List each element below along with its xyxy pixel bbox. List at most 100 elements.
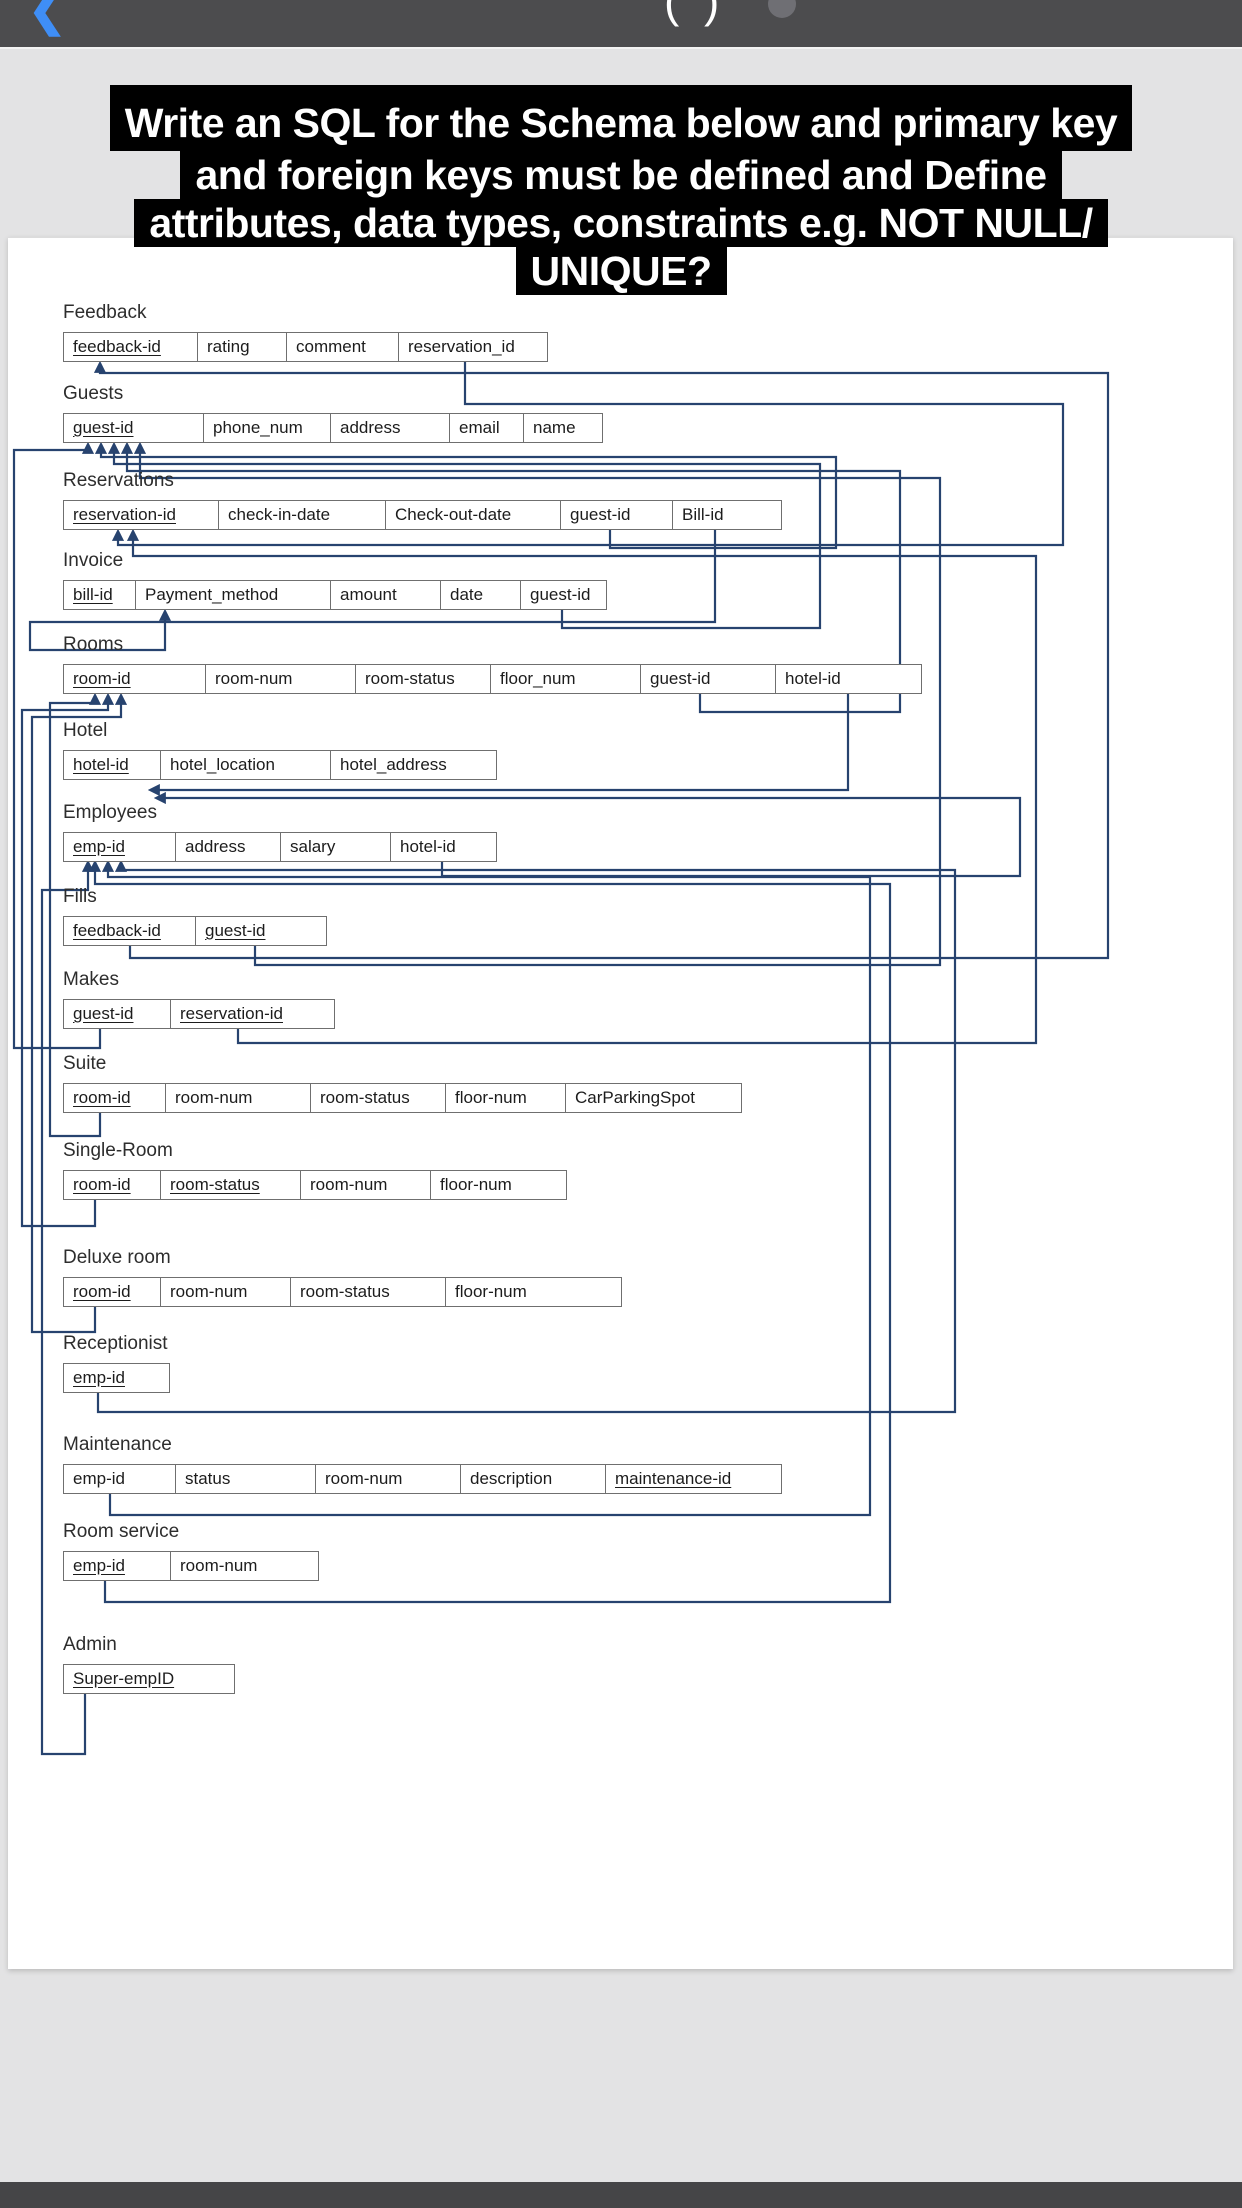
column-suite-floor-num: floor-num: [446, 1084, 566, 1112]
table-row-admin: Super-empID: [63, 1664, 235, 1694]
column-guests-phone_num: phone_num: [204, 414, 331, 442]
caption-line: UNIQUE?: [0, 247, 1242, 295]
caption-text: UNIQUE?: [515, 247, 727, 295]
column-feedback-feedback-id: feedback-id: [64, 333, 198, 361]
column-single-room-room-status: room-status: [161, 1171, 301, 1199]
column-suite-room-status: room-status: [311, 1084, 446, 1112]
fk-connector-suite.room-id-to-rooms.room-id: [48, 692, 102, 1138]
column-deluxe-room-room-status: room-status: [291, 1278, 446, 1306]
fk-connector-deluxe-room.room-id-to-rooms.room-id: [30, 692, 128, 1334]
column-reservations-reservation-id: reservation-id: [64, 501, 219, 529]
column-rooms-room-status: room-status: [356, 665, 491, 693]
status-dot-icon: [768, 0, 796, 18]
table-label-rooms: Rooms: [63, 634, 124, 655]
fk-connector-makes.reservation-id-to-reservations.reservation-id: [126, 528, 1038, 1045]
column-suite-CarParkingSpot: CarParkingSpot: [575, 1088, 696, 1107]
column-feedback-rating: rating: [198, 333, 287, 361]
column-guests-guest-id: guest-id: [64, 414, 204, 442]
fk-connector-rooms.hotel-id-to-hotel.hotel-id: [147, 694, 850, 797]
column-rooms-floor_num: floor_num: [491, 665, 641, 693]
column-invoice-amount: amount: [331, 581, 441, 609]
column-rooms-guest-id: guest-id: [641, 665, 776, 693]
column-reservations-guest-id: guest-id: [561, 501, 673, 529]
caption-line: and foreign keys must be defined and Def…: [0, 151, 1242, 199]
caption-line: attributes, data types, constraints e.g.…: [0, 199, 1242, 247]
fk-connector-fills.feedback-id-to-feedback.feedback-id: [93, 360, 1110, 960]
table-label-reservations: Reservations: [63, 470, 174, 491]
table-label-feedback: Feedback: [63, 302, 147, 323]
table-label-makes: Makes: [63, 969, 119, 990]
column-guests-email: email: [450, 414, 524, 442]
table-label-fills: Fills: [63, 886, 97, 907]
column-guests-address: address: [331, 414, 450, 442]
column-makes-reservation-id: reservation-id: [180, 1004, 283, 1023]
column-rooms-room-id: room-id: [64, 665, 206, 693]
column-fills-guest-id: guest-id: [205, 921, 266, 940]
column-employees-salary: salary: [281, 833, 391, 861]
back-chevron-icon[interactable]: ❮: [28, 0, 67, 35]
column-reservations-Bill-id: Bill-id: [682, 505, 724, 524]
fk-connector-employees.hotel-id-to-hotel.hotel-id: [153, 791, 1022, 878]
table-row-receptionist: emp-id: [63, 1363, 170, 1393]
column-maintenance-status: status: [176, 1465, 316, 1493]
column-single-room-floor-num: floor-num: [440, 1175, 512, 1194]
column-single-room-room-id: room-id: [64, 1171, 161, 1199]
column-feedback-reservation_id: reservation_id: [408, 337, 515, 356]
table-label-suite: Suite: [63, 1053, 107, 1074]
fk-connector-receptionist.emp-id-to-employees.emp-id: [96, 859, 957, 1414]
fk-connector-reservations.Bill-id-to-invoice.bill-id: [28, 530, 717, 652]
fk-connector-makes.guest-id-to-guests.guest-id: [12, 441, 102, 1050]
fk-connector-rooms.guest-id-to-guests.guest-id: [120, 441, 902, 714]
column-suite-room-num: room-num: [166, 1084, 311, 1112]
column-suite-room-id: room-id: [64, 1084, 166, 1112]
column-invoice-bill-id: bill-id: [64, 581, 136, 609]
column-invoice-Payment_method: Payment_method: [136, 581, 331, 609]
fk-connector-room-service.emp-id-to-employees.emp-id: [88, 859, 892, 1604]
caption-text: attributes, data types, constraints e.g.…: [134, 199, 1108, 247]
fk-connector-admin.Super-empID-to-employees.emp-id: [40, 859, 95, 1756]
fk-connector-single-room.room-id-to-rooms.room-id: [20, 692, 115, 1228]
fk-connector-reservations.guest-id-to-guests.guest-id: [94, 441, 838, 550]
table-label-invoice: Invoice: [63, 550, 124, 571]
column-hotel-hotel_location: hotel_location: [161, 751, 331, 779]
status-bar: ❮ ( ): [0, 0, 1242, 49]
column-rooms-hotel-id: hotel-id: [785, 669, 841, 688]
column-hotel-hotel-id: hotel-id: [64, 751, 161, 779]
fk-connector-maintenance.emp-id-to-employees.emp-id: [101, 859, 872, 1517]
column-reservations-Check-out-date: Check-out-date: [386, 501, 561, 529]
column-feedback-comment: comment: [287, 333, 399, 361]
table-label-hotel: Hotel: [63, 720, 108, 741]
fk-connector-invoice.guest-id-to-guests.guest-id: [107, 441, 822, 630]
table-label-admin: Admin: [63, 1634, 117, 1655]
column-deluxe-room-floor-num: floor-num: [455, 1282, 527, 1301]
table-label-single-room: Single-Room: [63, 1140, 173, 1161]
table-label-employees: Employees: [63, 802, 157, 823]
column-invoice-guest-id: guest-id: [530, 585, 591, 604]
caption-text: Write an SQL for the Schema below and pr…: [109, 85, 1133, 151]
caption-line: Write an SQL for the Schema below and pr…: [0, 85, 1242, 151]
column-maintenance-maintenance-id: maintenance-id: [615, 1469, 732, 1488]
column-receptionist-emp-id: emp-id: [73, 1368, 125, 1387]
column-employees-hotel-id: hotel-id: [400, 837, 456, 856]
table-label-deluxe-room: Deluxe room: [63, 1247, 171, 1268]
table-label-room-service: Room service: [63, 1521, 180, 1542]
bottom-bar: [0, 2182, 1242, 2208]
column-rooms-room-num: room-num: [206, 665, 356, 693]
column-reservations-check-in-date: check-in-date: [219, 501, 386, 529]
table-label-guests: Guests: [63, 383, 124, 404]
column-hotel-hotel_address: hotel_address: [340, 755, 447, 774]
caption-text: and foreign keys must be defined and Def…: [180, 151, 1062, 199]
column-employees-emp-id: emp-id: [64, 833, 176, 861]
